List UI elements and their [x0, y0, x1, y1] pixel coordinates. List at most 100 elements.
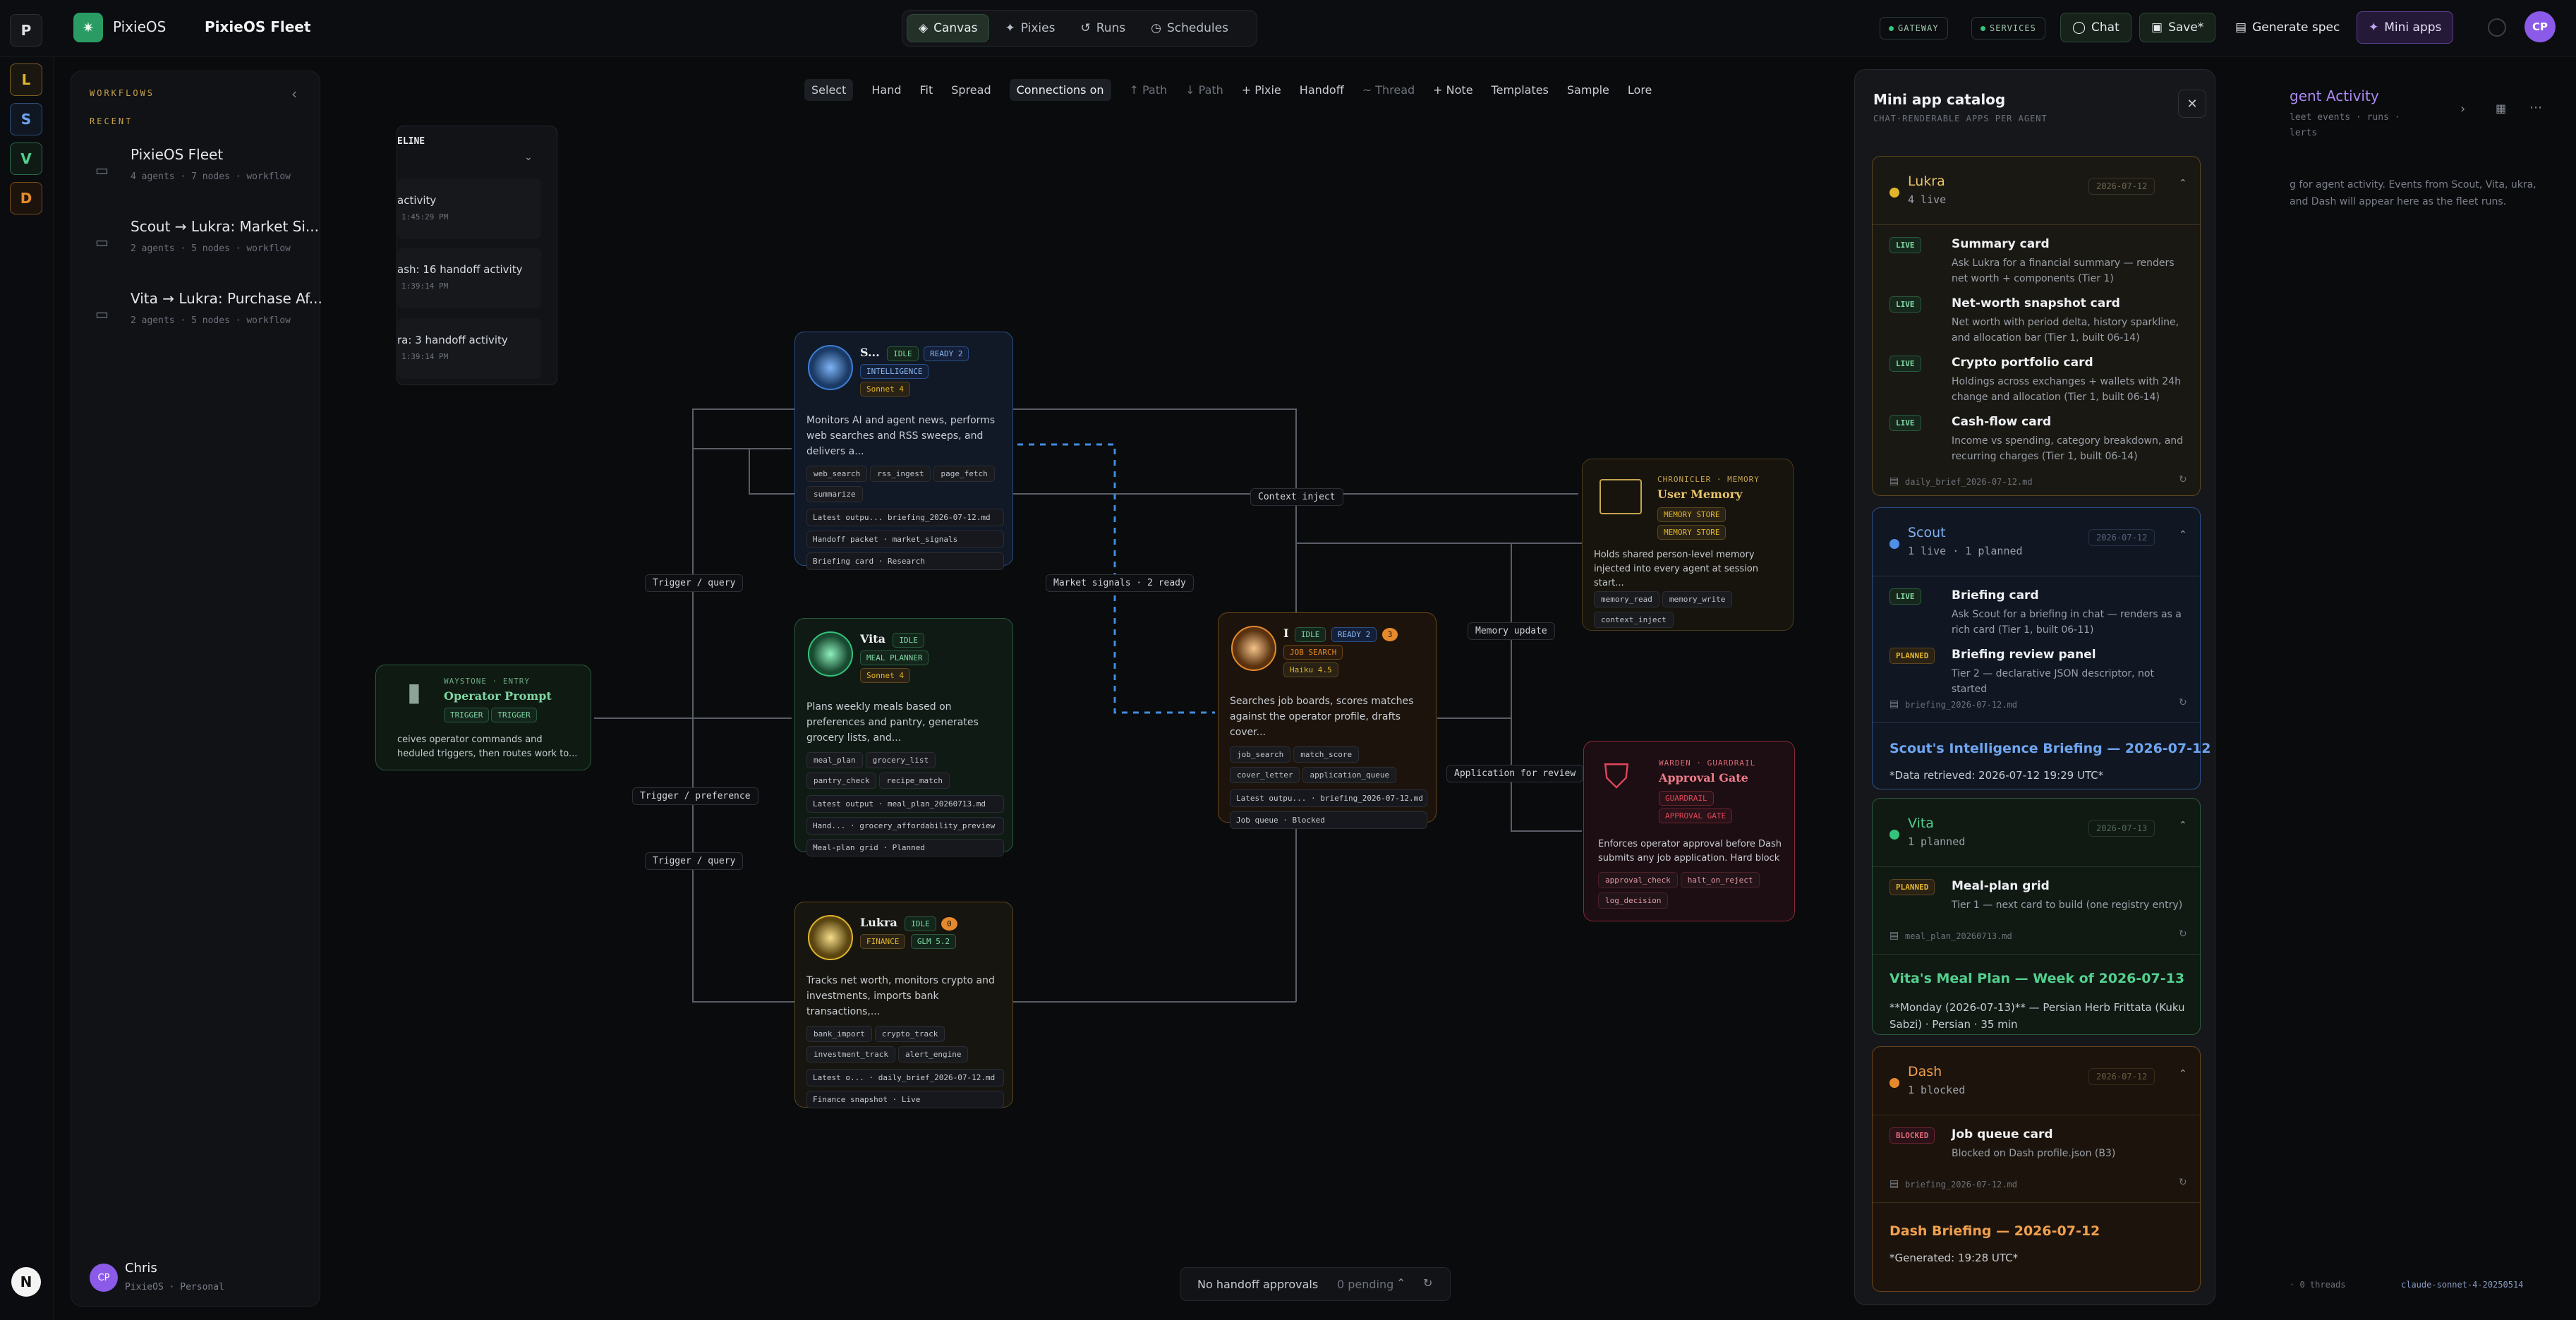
user-card[interactable]: CP Chris PixieOS · Personal: [90, 1261, 301, 1299]
mini-apps-button[interactable]: ✦Mini apps: [2357, 11, 2454, 44]
services-status[interactable]: SERVICES: [1971, 17, 2045, 40]
templates-button[interactable]: Templates: [1491, 83, 1549, 97]
agent-node-vita[interactable]: Vita IDLE MEAL PLANNER Sonnet 4 Plans we…: [794, 618, 1013, 856]
agent-node-scout[interactable]: S... IDLE READY 2 INTELLIGENCE Sonnet 4 …: [794, 332, 1013, 570]
sample-button[interactable]: Sample: [1566, 83, 1609, 97]
rail-logo[interactable]: P: [10, 14, 42, 47]
source-file[interactable]: daily_brief_2026-07-12.md: [1905, 477, 2033, 487]
handoff-approvals-bar[interactable]: No handoff approvals 0 pending ⌃ ↻: [1180, 1267, 1451, 1301]
collapse-icon[interactable]: ‹: [291, 85, 297, 102]
edge-label: Trigger / preference: [632, 787, 758, 805]
hand-tool[interactable]: Hand: [871, 83, 902, 97]
handoff-packet[interactable]: Handoff packet · market_signals: [806, 531, 1004, 548]
preview-title: Scout's Intelligence Briefing — 2026-07-…: [1889, 741, 2211, 756]
timeline-event[interactable]: ra: 3 handoff activity 1:39:14 PM: [397, 318, 541, 379]
preview-title: Vita's Meal Plan — Week of 2026-07-13: [1889, 971, 2185, 986]
refresh-icon[interactable]: ↻: [1423, 1276, 1433, 1290]
path-down-button[interactable]: ↓ Path: [1185, 83, 1223, 97]
tab-runs[interactable]: ↺Runs: [1070, 14, 1135, 42]
project-name: PixieOS Fleet: [205, 18, 311, 35]
role-badge: INTELLIGENCE: [860, 364, 929, 379]
rail-agent-vita[interactable]: V: [10, 143, 42, 175]
chevron-right-icon[interactable]: ›: [2460, 102, 2466, 116]
agent-avatar: [808, 631, 853, 677]
select-tool[interactable]: Select: [804, 78, 854, 101]
memory-node-user-memory[interactable]: CHRONICLER · MEMORY User Memory MEMORY S…: [1582, 459, 1794, 631]
refresh-icon[interactable]: ↻: [2179, 697, 2187, 708]
agent-name: Scout: [1908, 525, 1946, 540]
handoff-button[interactable]: Handoff: [1299, 83, 1344, 97]
timeline-event[interactable]: activity 1:45:29 PM: [397, 178, 541, 239]
app-logo[interactable]: ✷: [73, 13, 103, 42]
path-up-button[interactable]: ↑ Path: [1129, 83, 1168, 97]
tab-canvas[interactable]: ◈Canvas: [907, 14, 990, 42]
mini-app-link[interactable]: Finance snapshot · Live: [806, 1091, 1004, 1108]
refresh-icon[interactable]: ↻: [2179, 928, 2187, 940]
agent-avatar: [808, 345, 853, 390]
workflow-meta: 4 agents · 7 nodes · workflow: [131, 171, 291, 182]
latest-output[interactable]: Latest outpu... · briefing_2026-07-12.md: [1230, 789, 1427, 807]
chevron-up-icon[interactable]: ⌃: [1396, 1276, 1406, 1290]
source-file[interactable]: briefing_2026-07-12.md: [1905, 1180, 2017, 1189]
connections-toggle[interactable]: Connections on: [1009, 78, 1111, 101]
add-pixie-button[interactable]: + Pixie: [1241, 83, 1281, 97]
agent-node-lukra[interactable]: Lukra IDLE 0 FINANCE GLM 5.2 Tracks net …: [794, 902, 1013, 1108]
save-icon: ▣: [2151, 20, 2163, 35]
tab-pixies[interactable]: ✦Pixies: [995, 14, 1065, 42]
spread-button[interactable]: Spread: [951, 83, 991, 97]
settings-icon[interactable]: [2488, 18, 2506, 37]
workflow-canvas[interactable]: ELINE ⌄ activity 1:45:29 PM ash: 16 hand…: [375, 71, 1795, 1319]
handoff-packet[interactable]: Hand... · grocery_affordability_preview: [806, 817, 1004, 835]
chevron-down-icon[interactable]: ⌄: [524, 152, 533, 163]
save-button[interactable]: ▣Save*: [2139, 13, 2216, 42]
workflow-item[interactable]: ▭ PixieOS Fleet 4 agents · 7 nodes · wor…: [95, 146, 307, 207]
sparkle-icon: ✦: [2369, 20, 2379, 35]
status-badge: IDLE: [887, 346, 919, 361]
agent-node-dash[interactable]: I IDLE READY 2 3 JOB SEARCH Haiku 4.5 Se…: [1218, 612, 1437, 829]
rail-agent-lukra[interactable]: L: [10, 63, 42, 96]
timeline-event[interactable]: ash: 16 handoff activity 1:39:14 PM: [397, 248, 541, 308]
workflow-item[interactable]: ▭ Vita → Lukra: Purchase Af... 2 agents …: [95, 290, 322, 351]
tab-schedules[interactable]: ◷Schedules: [1141, 14, 1238, 42]
notion-icon[interactable]: N: [11, 1267, 41, 1297]
capability-tag: alert_engine: [897, 1046, 969, 1062]
chevron-up-icon[interactable]: ⌃: [2179, 178, 2187, 189]
lore-button[interactable]: Lore: [1627, 83, 1652, 97]
capability-tag: log_decision: [1598, 892, 1669, 909]
source-file[interactable]: meal_plan_20260713.md: [1905, 931, 2012, 941]
refresh-icon[interactable]: ↻: [2179, 1177, 2187, 1188]
entry-node-operator-prompt[interactable]: ▮ WAYSTONE · ENTRY Operator Prompt TRIGG…: [375, 665, 591, 770]
source-file[interactable]: briefing_2026-07-12.md: [1905, 700, 2017, 710]
layout-icon[interactable]: ▦: [2496, 102, 2507, 115]
rail-agent-dash[interactable]: D: [10, 182, 42, 214]
preview-text: *Data retrieved: 2026-07-12 19:29 UTC*: [1889, 769, 2104, 782]
mini-app-desc: Tier 2 — declarative JSON descriptor, no…: [1952, 668, 2154, 695]
rail-agent-scout[interactable]: S: [10, 103, 42, 135]
chevron-up-icon[interactable]: ⌃: [2179, 1068, 2187, 1079]
planned-badge: PLANNED: [1889, 879, 1935, 895]
agent-avatar: [1231, 626, 1276, 671]
add-note-button[interactable]: + Note: [1433, 83, 1473, 97]
thread-button[interactable]: ~ Thread: [1362, 83, 1415, 97]
agent-name: Vita: [1908, 816, 1934, 831]
refresh-icon[interactable]: ↻: [2179, 474, 2187, 485]
mini-app-link[interactable]: Meal-plan grid · Planned: [806, 839, 1004, 856]
guardrail-node-approval-gate[interactable]: ⛉ WARDEN · GUARDRAIL Approval Gate GUARD…: [1583, 741, 1795, 921]
gateway-status[interactable]: GATEWAY: [1880, 17, 1948, 40]
chevron-up-icon[interactable]: ⌃: [2179, 529, 2187, 540]
chevron-up-icon[interactable]: ⌃: [2179, 820, 2187, 831]
layers-icon: ◈: [919, 21, 929, 35]
mini-app-link[interactable]: Briefing card · Research: [806, 552, 1004, 570]
avatar[interactable]: CP: [2524, 11, 2556, 42]
close-button[interactable]: ✕: [2178, 90, 2206, 118]
event-text: ash: 16 handoff activity: [397, 263, 523, 276]
more-icon[interactable]: ⋯: [2529, 100, 2542, 115]
fit-button[interactable]: Fit: [919, 83, 933, 97]
workflow-item[interactable]: ▭ Scout → Lukra: Market Si... 2 agents ·…: [95, 218, 319, 279]
latest-output[interactable]: Latest output · meal_plan_20260713.md: [806, 795, 1004, 813]
mini-app-link[interactable]: Job queue · Blocked: [1230, 811, 1427, 829]
latest-output[interactable]: Latest outpu... briefing_2026-07-12.md: [806, 509, 1004, 526]
generate-spec-button[interactable]: ▤Generate spec: [2227, 13, 2348, 42]
chat-button[interactable]: ◯Chat: [2060, 13, 2131, 42]
latest-output[interactable]: Latest o... · daily_brief_2026-07-12.md: [806, 1069, 1004, 1086]
